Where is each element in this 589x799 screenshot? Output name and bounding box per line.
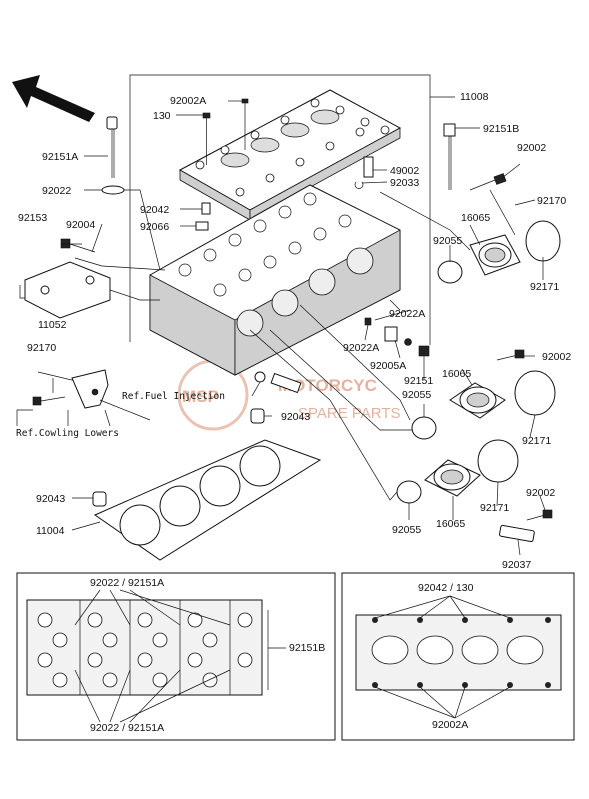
label-92002-top: 92002 bbox=[517, 142, 546, 154]
stud-bolt-b bbox=[443, 123, 456, 190]
label-92002-mid: 92002 bbox=[542, 351, 571, 363]
label-92022a-1: 92022A bbox=[389, 308, 425, 320]
watermark-logo: MSP bbox=[182, 387, 219, 406]
label-92151a: 92151A bbox=[42, 151, 78, 163]
inset-left: 92022 / 92151A 92022 / 92151A 92151B bbox=[16, 572, 336, 741]
cover-bolt bbox=[202, 112, 211, 165]
leader-lines bbox=[16, 100, 546, 556]
label-92170-left: 92170 bbox=[27, 342, 56, 354]
watermark: MSP MOTORCYC SPARE PARTS bbox=[177, 359, 401, 431]
label-92043-mid: 92043 bbox=[281, 411, 310, 423]
label-16065-low: 16065 bbox=[436, 518, 465, 530]
label-92055-top: 92055 bbox=[433, 235, 462, 247]
label-92153: 92153 bbox=[18, 212, 47, 224]
label-92151: 92151 bbox=[404, 375, 433, 387]
cylinder-head-cover bbox=[178, 89, 402, 221]
bolt-92002-low bbox=[526, 509, 553, 521]
label-92037: 92037 bbox=[502, 559, 531, 571]
oring-92055-low bbox=[396, 480, 422, 504]
bracket-11052 bbox=[24, 261, 111, 319]
stud-92151 bbox=[418, 345, 430, 372]
holder-16065-top bbox=[469, 234, 521, 276]
stud-bolt-a bbox=[106, 116, 118, 178]
bolt-92153 bbox=[60, 238, 96, 253]
clamp-92170-top bbox=[489, 189, 516, 236]
washer-92022 bbox=[101, 185, 125, 195]
head-gasket bbox=[93, 439, 322, 561]
oring-92055-mid bbox=[411, 416, 437, 440]
label-130: 130 bbox=[153, 110, 171, 122]
label-92171-mid: 92171 bbox=[522, 435, 551, 447]
label-16065-top: 16065 bbox=[461, 212, 490, 224]
label-92066: 92066 bbox=[140, 221, 169, 233]
inset-right-bottom-label: 92002A bbox=[432, 719, 468, 731]
label-92043-low: 92043 bbox=[36, 493, 65, 505]
label-92055-low: 92055 bbox=[392, 524, 421, 536]
dowel-92043-low bbox=[92, 491, 107, 507]
label-92002a-cover: 92002A bbox=[170, 95, 206, 107]
label-92002-low: 92002 bbox=[526, 487, 555, 499]
ref-cowling-lowers: Ref.Cowling Lowers bbox=[16, 428, 119, 439]
label-11008: 11008 bbox=[460, 91, 489, 103]
inset-left-right-label: 92151B bbox=[289, 642, 325, 654]
holder-16065-mid bbox=[449, 382, 506, 419]
label-92005a: 92005A bbox=[370, 360, 406, 372]
label-92022a-2: 92022A bbox=[343, 342, 379, 354]
band-92171-mid bbox=[514, 370, 556, 416]
watermark-brand: MOTORCYC bbox=[278, 376, 377, 395]
oring-92055-top bbox=[437, 260, 463, 284]
label-92004: 92004 bbox=[66, 219, 95, 231]
bolt-92005a bbox=[384, 326, 412, 346]
label-11004: 11004 bbox=[36, 525, 65, 537]
oring-92033 bbox=[354, 181, 364, 189]
bolt-92002-top bbox=[469, 173, 507, 191]
label-92171-top: 92171 bbox=[530, 281, 559, 293]
label-92151b: 92151B bbox=[483, 123, 519, 135]
label-49002: 49002 bbox=[390, 165, 419, 177]
label-11052: 11052 bbox=[38, 319, 67, 331]
label-16065-mid: 16065 bbox=[442, 368, 471, 380]
dowel-92043-mid bbox=[250, 408, 265, 424]
holder-16065-low bbox=[424, 459, 481, 497]
label-92055-mid: 92055 bbox=[402, 389, 431, 401]
cam-cap-bolt bbox=[201, 202, 211, 215]
band-92171-top bbox=[525, 220, 561, 262]
label-92171-low: 92171 bbox=[480, 502, 509, 514]
watermark-sub: SPARE PARTS bbox=[298, 405, 401, 422]
bolt-92002-mid bbox=[496, 349, 525, 361]
inset-left-bottom-label: 92022 / 92151A bbox=[90, 722, 164, 734]
label-92033: 92033 bbox=[390, 177, 419, 189]
plug-49002 bbox=[363, 156, 374, 178]
stud-92004 bbox=[74, 257, 103, 267]
part-labels: 11008 92002A 130 92151A 92022 92042 9206… bbox=[16, 91, 571, 571]
label-92042: 92042 bbox=[140, 204, 169, 216]
label-92022: 92022 bbox=[42, 185, 71, 197]
pipe-92037 bbox=[499, 524, 535, 543]
inset-right-top-label: 92042 / 130 bbox=[418, 582, 474, 594]
ref-fuel-injection: Ref.Fuel Injection bbox=[122, 391, 225, 402]
label-92170-top: 92170 bbox=[537, 195, 566, 207]
front-arrow-icon bbox=[12, 75, 95, 122]
clamp-92170-left bbox=[32, 369, 109, 409]
inset-right: 92042 / 130 92002A bbox=[341, 572, 575, 741]
fuel-injection-sensor bbox=[254, 371, 302, 394]
dowel-92066 bbox=[195, 221, 209, 231]
band-92171-low bbox=[477, 439, 519, 483]
inset-left-top-label: 92022 / 92151A bbox=[90, 577, 164, 589]
washer-92022a bbox=[364, 317, 372, 326]
cylinder-head bbox=[149, 184, 401, 376]
